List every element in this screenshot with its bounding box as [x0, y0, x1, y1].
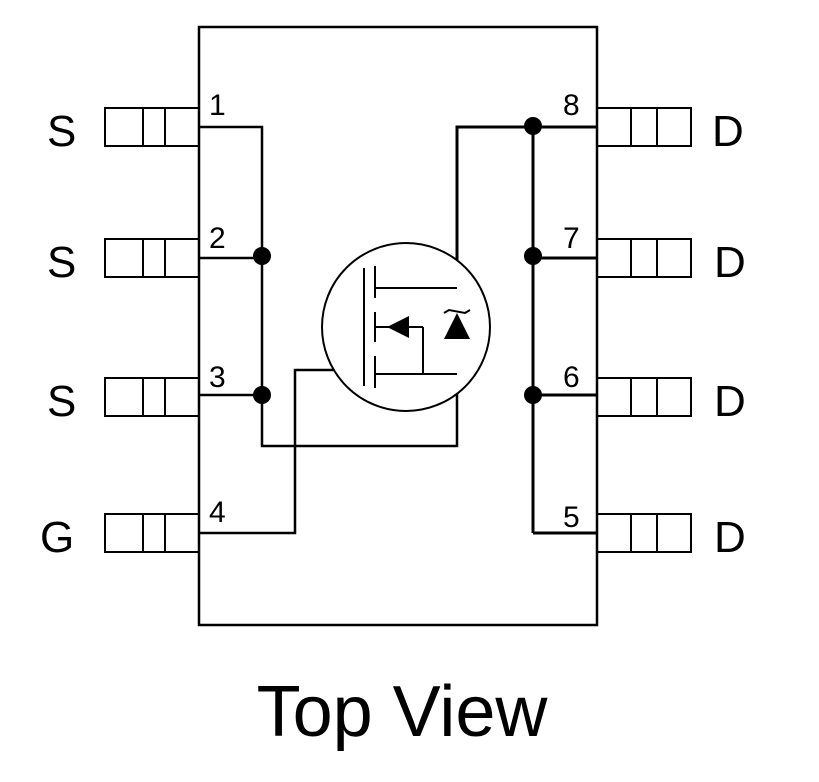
pin-number-3: 3 — [209, 361, 226, 394]
pin-lead-2 — [104, 238, 200, 278]
drain-net — [455, 125, 597, 535]
package-body — [197, 25, 599, 627]
pin-lead-4 — [104, 513, 200, 553]
left-leads — [104, 107, 200, 553]
pin-lead-6 — [596, 377, 692, 417]
pin-label-5: D — [714, 513, 746, 562]
body-arrow-icon — [387, 316, 409, 338]
mosfet-symbol — [321, 242, 491, 412]
diagram-caption: Top View — [257, 672, 549, 752]
gate-net — [199, 368, 364, 535]
pin-label-6: D — [714, 377, 746, 426]
junction-dot — [524, 117, 542, 135]
pin-lead-7 — [596, 238, 692, 278]
junction-dot — [524, 386, 542, 404]
pin-number-5: 5 — [563, 501, 580, 534]
pin-lead-1 — [104, 107, 200, 147]
pin-label-7: D — [714, 238, 746, 287]
pin-label-4: G — [40, 513, 74, 562]
pin-label-1: S — [47, 107, 76, 156]
pin-number-7: 7 — [563, 222, 580, 255]
right-leads — [596, 107, 692, 553]
pin-lead-8 — [596, 107, 692, 147]
pin-number-1: 1 — [209, 89, 226, 122]
pin-number-2: 2 — [209, 222, 226, 255]
source-net — [199, 125, 459, 448]
junction-dot — [524, 247, 542, 265]
body-diode-icon — [444, 313, 470, 339]
junction-dots — [253, 117, 542, 404]
pin-number-4: 4 — [209, 496, 226, 529]
pin-label-8: D — [712, 107, 744, 156]
junction-dot — [253, 386, 271, 404]
pin-lead-5 — [596, 513, 692, 553]
pin-label-2: S — [47, 238, 76, 287]
pin-number-6: 6 — [563, 361, 580, 394]
junction-dot — [253, 247, 271, 265]
pin-number-8: 8 — [563, 89, 580, 122]
pin-label-3: S — [47, 377, 76, 426]
pin-lead-3 — [104, 377, 200, 417]
